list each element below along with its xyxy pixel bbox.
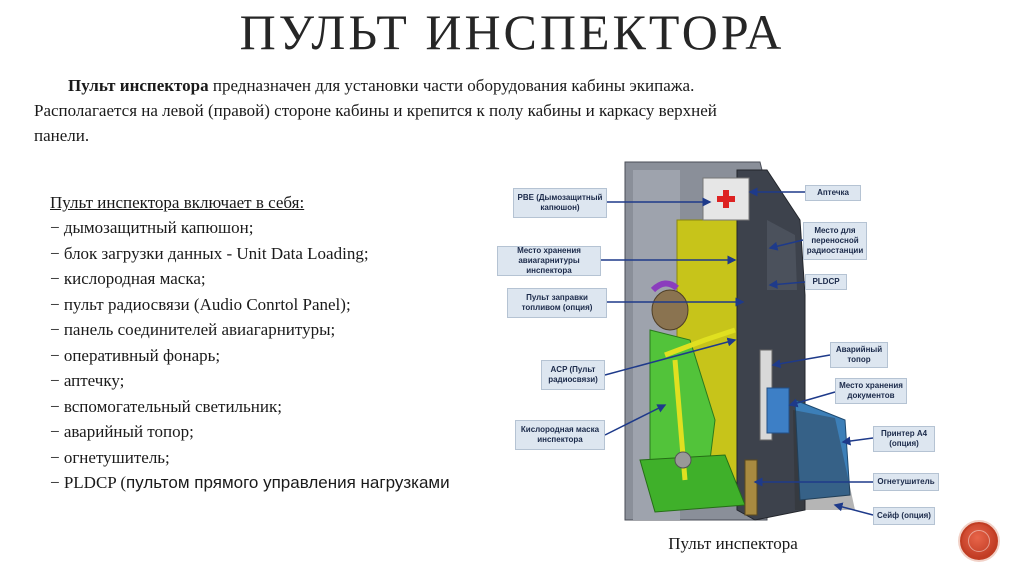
equipment-list-block: Пульт инспектора включает в себя: − дымо… [50, 190, 500, 496]
printer [794, 399, 851, 501]
inspector-console-figure: PBE (Дымозащитный капюшон) Место хранени… [497, 160, 945, 530]
list-item: − огнетушитель; [50, 447, 170, 467]
equipment-list: − дымозащитный капюшон; − блок загрузки … [50, 215, 500, 496]
callout-oxygen-mask: Кислородная маска инспектора [515, 420, 605, 450]
documents [766, 387, 790, 434]
pldcp-prefix: − PLDCP ( [50, 473, 127, 492]
next-slide-button[interactable] [960, 522, 998, 560]
list-item: − аварийный топор; [50, 422, 194, 441]
list-item: − блок загрузки данных - Unit Data Loadi… [50, 243, 369, 263]
list-item: − панель соединителей авиагарнитуры; [50, 320, 336, 339]
list-item: − дымозащитный капюшон; [50, 218, 254, 237]
callout-first-aid: Аптечка [805, 185, 861, 201]
console-illustration [601, 161, 874, 521]
callout-pbe: PBE (Дымозащитный капюшон) [513, 188, 607, 218]
headrest [651, 289, 689, 331]
callout-radio-place: Место для переносной радиостанции [803, 222, 867, 260]
list-item: − кислородная маска; [50, 269, 206, 288]
list-item: − оперативный фонарь; [50, 345, 221, 365]
list-item: − аптечку; [50, 371, 125, 390]
callout-acp: ACP (Пульт радиосвязи) [541, 360, 605, 390]
extinguisher [744, 459, 758, 516]
callout-documents: Место хранения документов [835, 378, 907, 404]
callout-extinguisher: Огнетушитель [873, 473, 939, 491]
list-item: − вспомогательный светильник; [50, 396, 282, 416]
list-heading: Пульт инспектора включает в себя: [50, 193, 305, 212]
list-item: − пульт радиосвязи (Audio Conrtol Panel)… [50, 294, 351, 314]
list-item-pldcp: − PLDCP (пультом прямого управления нагр… [50, 470, 500, 496]
callout-fuel-panel: Пульт заправки топливом (опция) [507, 288, 607, 318]
cabinet-panel [767, 220, 797, 290]
pldcp-text: пультом прямого управления нагрузками [126, 473, 450, 492]
callout-printer: Принтер А4 (опция) [873, 426, 935, 452]
seat-belt [664, 327, 736, 358]
slide-title: ПУЛЬТ ИНСПЕКТОРА [239, 4, 785, 60]
figure-caption: Пульт инспектора [668, 534, 798, 553]
intro-text: предназначен для установки части оборудо… [34, 76, 717, 145]
callout-safe: Сейф (опция) [873, 507, 935, 525]
intro-paragraph: Пульт инспектора предназначен для устано… [34, 73, 754, 148]
callout-pldcp: PLDCP [805, 274, 847, 290]
intro-bold: Пульт инспектора [68, 76, 209, 95]
callout-headset-storage: Место хранения авиагарнитуры инспектора [497, 246, 601, 276]
callout-axe: Аварийный топор [830, 342, 888, 368]
